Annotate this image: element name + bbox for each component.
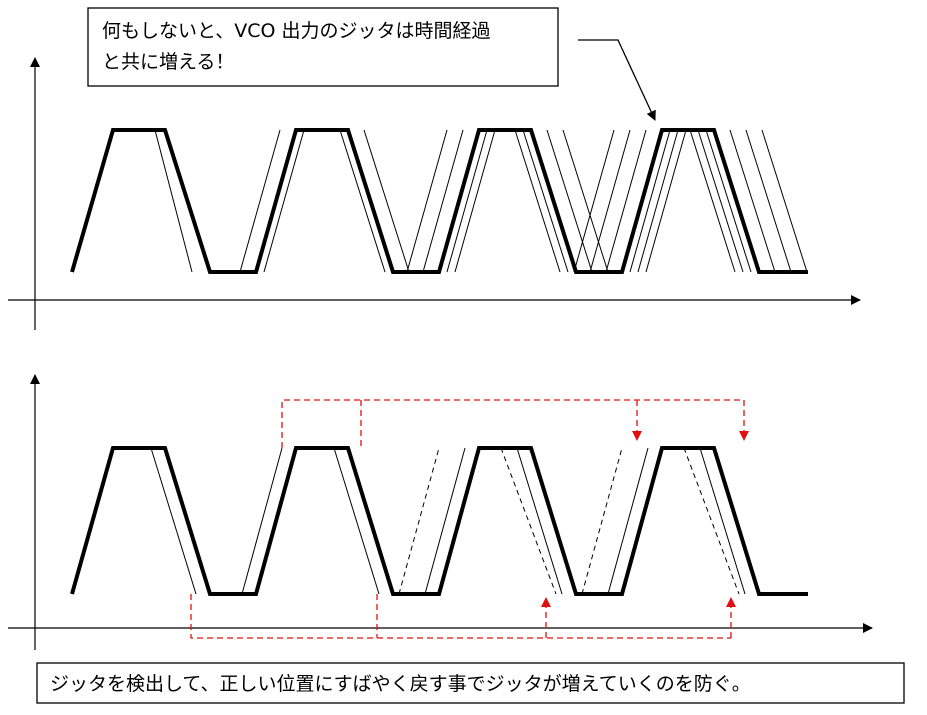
jitter-edge [422, 129, 464, 273]
callout: 何もしないと、VCO 出力のジッタは時間経過 と共に増える！ [87, 7, 656, 121]
corrected-edge [516, 447, 563, 595]
jitter-edge [745, 129, 792, 273]
jitter-edge [454, 129, 496, 273]
correction-guide-bottom [190, 594, 731, 639]
jitter-edge [363, 129, 410, 273]
callout-pointer-arrow [578, 39, 656, 121]
jitter-edge [605, 129, 647, 273]
callout-line-2: と共に増える！ [102, 51, 234, 73]
callout-box [87, 7, 559, 87]
uncorrected-edge [581, 447, 623, 595]
jitter-edge [589, 129, 631, 273]
top-plot [8, 57, 861, 330]
correction-guide-top [281, 399, 744, 448]
jitter-edge [629, 129, 671, 273]
corrected-edge [333, 447, 380, 595]
jitter-edge [729, 129, 776, 273]
jitter-edge [154, 129, 193, 273]
jitter-edge [645, 129, 687, 273]
corrected-edge [150, 447, 197, 595]
caption: ジッタを検出して、正しい位置にすばやく戻す事でジッタが増えていくのを防ぐ。 [36, 662, 905, 704]
bottom-uncorrected-edges [398, 447, 740, 595]
jitter-edge [446, 129, 488, 273]
uncorrected-edge [398, 447, 440, 595]
jitter-edge [263, 129, 305, 273]
top-jittered-edges [154, 129, 808, 273]
bottom-corrected-edges [150, 447, 746, 595]
corrected-edge [607, 447, 649, 595]
top-ideal-waveform [70, 128, 808, 274]
jitter-edge [637, 129, 679, 273]
jitter-edge [705, 129, 752, 273]
caption-text: ジッタを検出して、正しい位置にすばやく戻す事でジッタが増えていくのを防ぐ。 [50, 673, 751, 695]
jitter-edge [689, 129, 736, 273]
jitter-edge [697, 129, 744, 273]
jitter-edge [406, 129, 448, 273]
jitter-edge [573, 129, 615, 273]
jitter-edge [514, 129, 561, 273]
bottom-ideal-waveform [70, 446, 808, 596]
jitter-edge [546, 129, 593, 273]
bottom-plot [8, 374, 873, 650]
jitter-edge [562, 129, 609, 273]
corrected-edge [424, 447, 466, 595]
jitter-edge [761, 129, 808, 273]
jitter-edge [239, 129, 281, 273]
corrected-edge [241, 447, 283, 595]
uncorrected-edge [683, 447, 740, 595]
corrected-edge [699, 447, 746, 595]
callout-line-1: 何もしないと、VCO 出力のジッタは時間経過 [102, 20, 491, 42]
jitter-edge [339, 129, 386, 273]
jitter-edge [522, 129, 569, 273]
correction-guides [190, 399, 749, 639]
uncorrected-edge [500, 447, 557, 595]
caption-box [36, 662, 905, 704]
